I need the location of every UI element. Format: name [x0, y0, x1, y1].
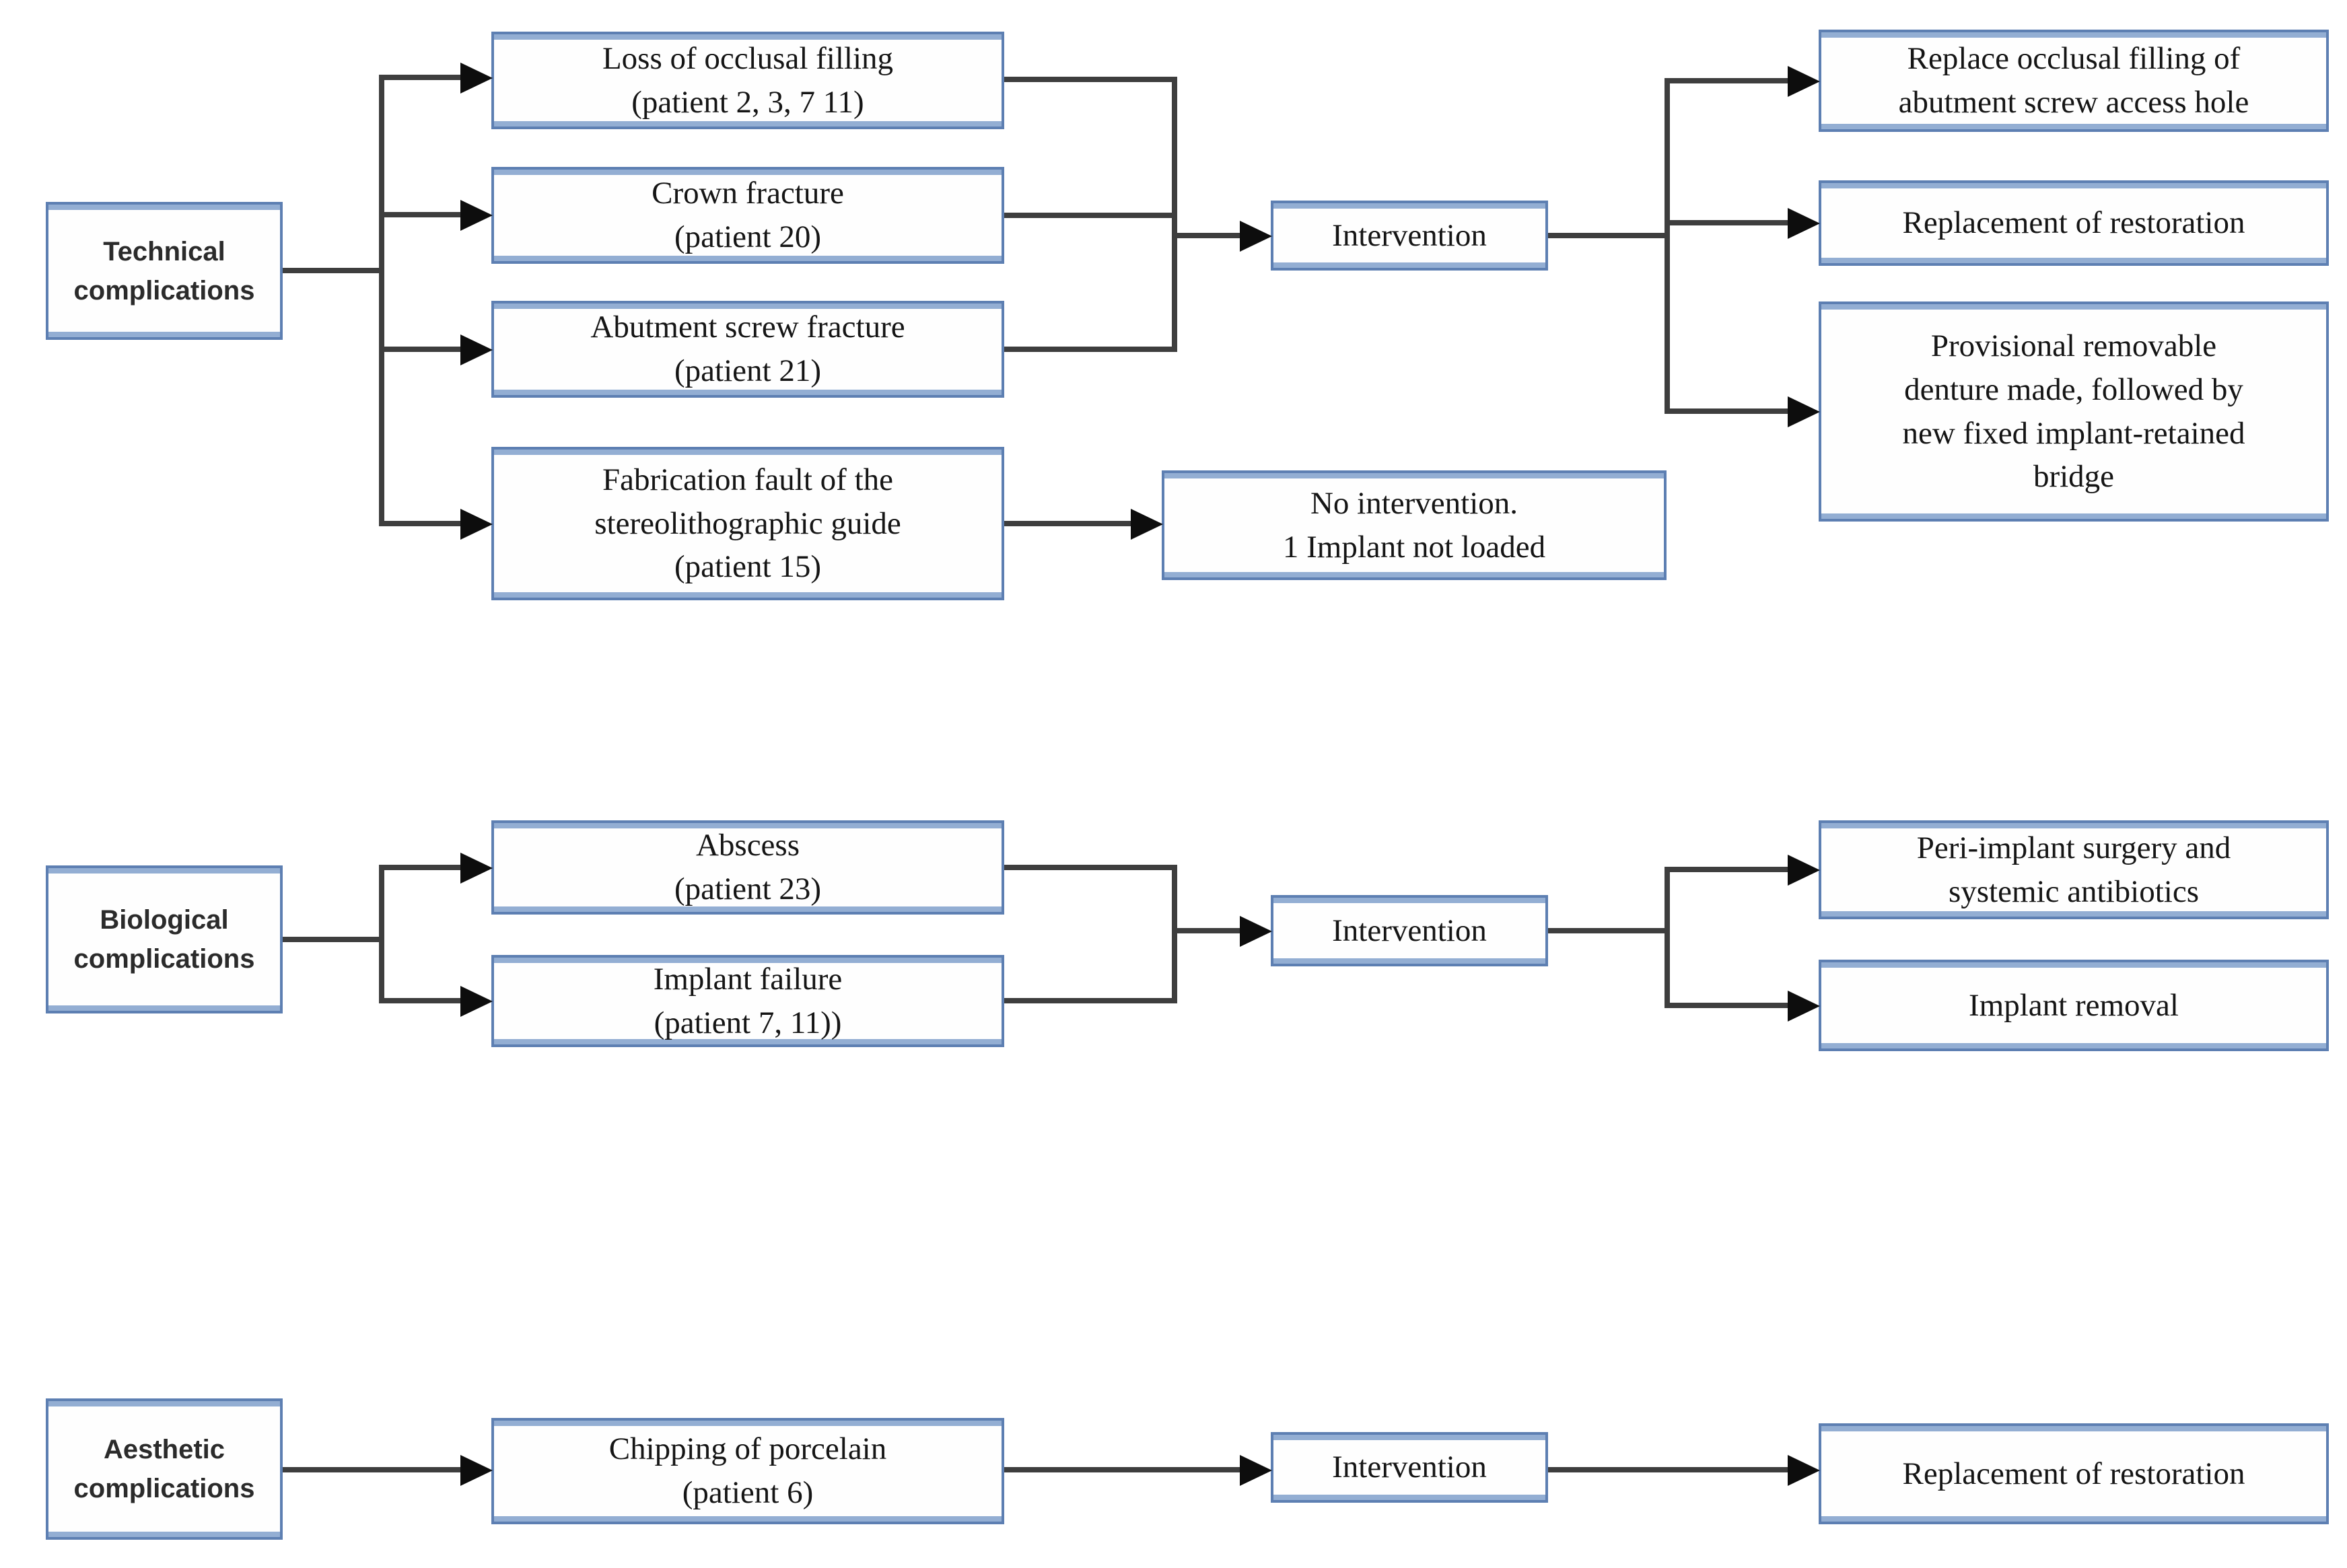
connector-line [1172, 928, 1240, 933]
box-implant-removal: Implant removal [1819, 960, 2329, 1051]
connector-line [283, 268, 382, 273]
arrowhead-icon [460, 1455, 493, 1486]
box-provisional-denture: Provisional removable denture made, foll… [1819, 301, 2329, 522]
arrowhead-icon [1788, 1455, 1820, 1486]
connector-line [1665, 78, 1670, 414]
connector-line [1004, 347, 1172, 352]
box-peri-implant-surgery: Peri-implant surgery and systemic antibi… [1819, 820, 2329, 919]
connector-line [379, 521, 460, 526]
box-abutment-screw-fracture: Abutment screw fracture (patient 21) [491, 301, 1004, 398]
box-intervention-biological: Intervention [1271, 895, 1548, 966]
connector-line [1665, 867, 1670, 1008]
connector-line [283, 937, 382, 942]
box-fabrication-fault: Fabrication fault of the stereolithograp… [491, 447, 1004, 600]
connector-line [1004, 1467, 1240, 1472]
connector-line [1004, 998, 1172, 1003]
box-technical-complications: Technical complications [46, 202, 283, 340]
box-replacement-of-restoration-technical: Replacement of restoration [1819, 180, 2329, 266]
arrowhead-icon [460, 200, 493, 231]
connector-line [1172, 77, 1177, 352]
arrowhead-icon [460, 986, 493, 1017]
arrowhead-icon [460, 853, 493, 884]
arrowhead-icon [1240, 916, 1272, 947]
arrowhead-icon [1788, 991, 1820, 1022]
connector-line [1548, 928, 1667, 933]
connector-line [1665, 78, 1788, 83]
arrowhead-icon [1788, 855, 1820, 886]
box-no-intervention: No intervention. 1 Implant not loaded [1162, 470, 1667, 580]
connector-line [1665, 867, 1788, 872]
connector-line [1172, 233, 1240, 238]
box-crown-fracture: Crown fracture (patient 20) [491, 167, 1004, 264]
arrowhead-icon [460, 509, 493, 540]
box-intervention-aesthetic: Intervention [1271, 1432, 1548, 1503]
connector-line [379, 212, 460, 217]
box-biological-complications: Biological complications [46, 865, 283, 1013]
connector-line [283, 1467, 460, 1472]
connector-line [1665, 1003, 1788, 1008]
connector-line [1548, 1467, 1788, 1472]
arrowhead-icon [1788, 396, 1820, 427]
connector-line [1004, 865, 1172, 870]
connector-line [379, 865, 384, 1003]
connector-line [379, 347, 460, 352]
connector-line [379, 865, 460, 870]
arrowhead-icon [460, 63, 493, 94]
connector-line [1004, 521, 1131, 526]
connector-line [379, 75, 384, 526]
arrowhead-icon [1240, 221, 1272, 252]
connector-line [1172, 865, 1177, 1003]
box-implant-failure: Implant failure (patient 7, 11)) [491, 955, 1004, 1047]
connector-line [1548, 233, 1667, 238]
box-intervention-technical: Intervention [1271, 201, 1548, 271]
arrowhead-icon [1131, 509, 1163, 540]
arrowhead-icon [460, 334, 493, 365]
box-loss-of-occlusal-filling: Loss of occlusal filling (patient 2, 3, … [491, 32, 1004, 129]
arrowhead-icon [1788, 208, 1820, 239]
arrowhead-icon [1240, 1455, 1272, 1486]
connector-line [379, 998, 460, 1003]
box-replace-occlusal-filling: Replace occlusal filling of abutment scr… [1819, 30, 2329, 132]
arrowhead-icon [1788, 66, 1820, 97]
box-chipping-of-porcelain: Chipping of porcelain (patient 6) [491, 1418, 1004, 1524]
connector-line [379, 75, 460, 80]
box-abscess: Abscess (patient 23) [491, 820, 1004, 915]
connector-line [1665, 220, 1788, 225]
connector-line [1004, 213, 1172, 218]
box-replacement-of-restoration-aesthetic: Replacement of restoration [1819, 1423, 2329, 1524]
box-aesthetic-complications: Aesthetic complications [46, 1398, 283, 1540]
connector-line [1665, 408, 1788, 414]
connector-line [1004, 77, 1172, 82]
